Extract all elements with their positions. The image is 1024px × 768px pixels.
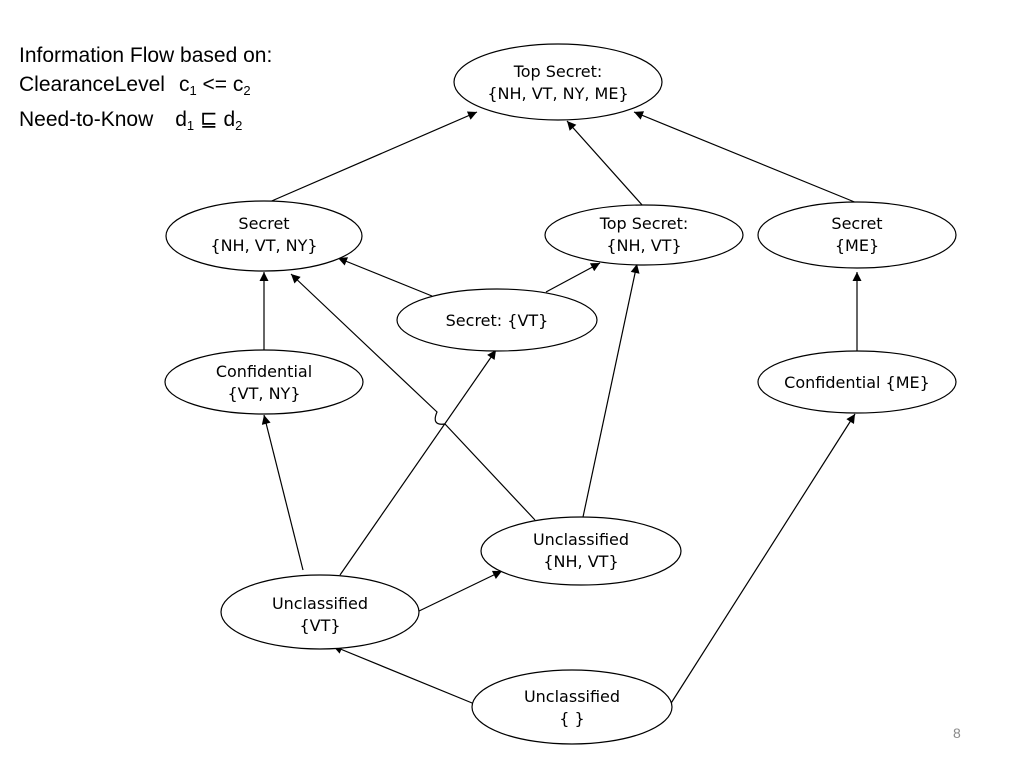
- node-unclassified-empty-line2: { }: [559, 709, 584, 728]
- legend-need-a: d: [175, 108, 187, 131]
- edge-secret-vt-to-secret-nhvtny: [337, 257, 433, 297]
- legend-clearance-op: <=: [202, 73, 228, 96]
- node-confidential-vt-ny: Confidential {VT, NY}: [164, 349, 364, 415]
- legend: Information Flow based on: ClearanceLeve…: [19, 41, 272, 140]
- node-secret-me-line2: {ME}: [835, 236, 879, 255]
- node-unclassified-vt-line2: {VT}: [299, 616, 340, 635]
- node-unclassified-nh-vt-line1: Unclassified: [533, 530, 629, 549]
- node-unclassified-vt-line1: Unclassified: [272, 594, 368, 613]
- legend-clearance-a-sub: 1: [189, 83, 197, 98]
- edge-secret-me-to-topsecret-all: [633, 111, 858, 204]
- node-unclassified-nh-vt-line2: {NH, VT}: [543, 552, 618, 571]
- legend-clearance-label: ClearanceLevel: [19, 73, 165, 96]
- edge-secret-nhvtny-to-topsecret-all: [266, 111, 478, 204]
- node-secret-nh-vt-ny-line1: Secret: [238, 214, 289, 233]
- legend-clearance-b: c: [232, 73, 244, 96]
- node-confidential-vt-ny-line2: {VT, NY}: [228, 384, 301, 403]
- edge-unclassified-empty-to-confidential-me: [667, 413, 856, 709]
- legend-need-label: Need-to-Know: [19, 108, 154, 131]
- node-secret-me-line1: Secret: [831, 214, 882, 233]
- node-top-secret-all: Top Secret: {NH, VT, NY, ME}: [453, 43, 663, 121]
- legend-need-op: ⊑: [200, 108, 218, 131]
- node-secret-vt-line1: Secret: {VT}: [446, 311, 549, 330]
- node-secret-vt: Secret: {VT}: [396, 288, 598, 352]
- node-top-secret-all-line1: Top Secret:: [513, 62, 603, 81]
- legend-clearance-a: c: [178, 73, 190, 96]
- node-unclassified-nh-vt: Unclassified {NH, VT}: [480, 516, 682, 586]
- legend-need-b: d: [223, 108, 236, 131]
- node-secret-nh-vt-ny: Secret {NH, VT, NY}: [165, 200, 363, 272]
- edge-unclassified-nhvt-to-topsecret-nhvt: [582, 263, 640, 518]
- node-secret-nh-vt-ny-line2: {NH, VT, NY}: [210, 236, 317, 255]
- edge-topsecret-nhvt-to-topsecret-all: [566, 120, 644, 207]
- edge-secret-vt-to-topsecret-nhvt: [545, 262, 601, 293]
- node-top-secret-all-line2: {NH, VT, NY, ME}: [487, 84, 628, 103]
- edge-unclassified-vt-to-unclassified-nhvt: [416, 570, 503, 613]
- slide-number: 8: [953, 725, 961, 741]
- edge-unclassified-vt-to-confidential-vtny: [261, 414, 304, 571]
- edge-unclassified-empty-to-unclassified-vt: [332, 645, 478, 706]
- node-confidential-vt-ny-line1: Confidential: [216, 362, 312, 381]
- legend-clearance-b-sub: 2: [243, 83, 251, 98]
- legend-title: Information Flow based on:: [19, 44, 273, 67]
- node-top-secret-nh-vt-line1: Top Secret:: [599, 214, 689, 233]
- node-top-secret-nh-vt: Top Secret: {NH, VT}: [544, 204, 744, 266]
- legend-need-b-sub: 2: [235, 118, 243, 133]
- node-confidential-me: Confidential {ME}: [757, 350, 957, 414]
- edge-unclassified-vt-to-secret-vt: [339, 349, 497, 576]
- node-top-secret-nh-vt-line2: {NH, VT}: [606, 236, 681, 255]
- node-unclassified-empty: Unclassified { }: [471, 669, 673, 745]
- node-confidential-me-line1: Confidential {ME}: [784, 373, 930, 392]
- legend-need-a-sub: 1: [186, 118, 195, 133]
- node-secret-me: Secret {ME}: [757, 201, 957, 269]
- node-unclassified-vt: Unclassified {VT}: [220, 574, 420, 650]
- node-unclassified-empty-line1: Unclassified: [524, 687, 620, 706]
